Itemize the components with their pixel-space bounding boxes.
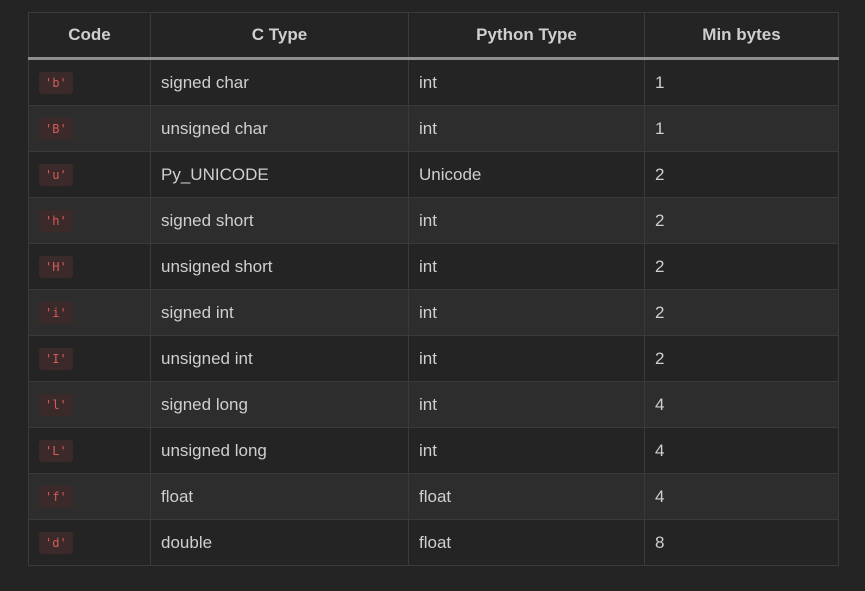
type-code-badge: 'B' xyxy=(39,117,73,140)
python-type-cell: int xyxy=(408,243,645,290)
type-code-badge: 'h' xyxy=(39,209,73,232)
type-code-badge: 'i' xyxy=(39,301,73,324)
code-cell: 'H' xyxy=(28,243,151,290)
type-code-badge: 'L' xyxy=(39,439,73,462)
python-type-cell: Unicode xyxy=(408,151,645,198)
min-bytes-cell: 2 xyxy=(644,151,839,198)
type-code-badge: 'd' xyxy=(39,531,73,554)
code-cell: 'l' xyxy=(28,381,151,428)
code-cell: 'L' xyxy=(28,427,151,474)
min-bytes-cell: 4 xyxy=(644,427,839,474)
header-row: Code C Type Python Type Min bytes xyxy=(28,12,839,60)
code-cell: 'B' xyxy=(28,105,151,152)
type-code-badge: 'l' xyxy=(39,393,73,416)
header-code: Code xyxy=(28,12,151,60)
min-bytes-cell: 4 xyxy=(644,473,839,520)
type-code-badge: 'f' xyxy=(39,485,73,508)
code-cell: 'i' xyxy=(28,289,151,336)
code-cell: 'b' xyxy=(28,58,151,106)
python-type-cell: int xyxy=(408,289,645,336)
c-type-cell: float xyxy=(150,473,409,520)
c-type-cell: signed short xyxy=(150,197,409,244)
type-code-badge: 'u' xyxy=(39,163,73,186)
c-type-cell: signed int xyxy=(150,289,409,336)
python-type-cell: int xyxy=(408,335,645,382)
min-bytes-cell: 2 xyxy=(644,243,839,290)
min-bytes-cell: 8 xyxy=(644,519,839,566)
type-code-badge: 'H' xyxy=(39,255,73,278)
c-type-cell: double xyxy=(150,519,409,566)
type-code-badge: 'I' xyxy=(39,347,73,370)
code-cell: 'd' xyxy=(28,519,151,566)
c-type-cell: unsigned long xyxy=(150,427,409,474)
code-cell: 'f' xyxy=(28,473,151,520)
header-min-bytes: Min bytes xyxy=(644,12,839,60)
min-bytes-cell: 1 xyxy=(644,105,839,152)
table-header: Code C Type Python Type Min bytes xyxy=(28,12,839,60)
python-type-cell: int xyxy=(408,58,645,106)
min-bytes-cell: 2 xyxy=(644,289,839,336)
c-type-cell: signed char xyxy=(150,58,409,106)
python-type-cell: float xyxy=(408,473,645,520)
c-type-cell: unsigned int xyxy=(150,335,409,382)
code-cell: 'u' xyxy=(28,151,151,198)
min-bytes-cell: 2 xyxy=(644,335,839,382)
code-cell: 'I' xyxy=(28,335,151,382)
python-type-cell: int xyxy=(408,105,645,152)
python-type-cell: int xyxy=(408,427,645,474)
code-cell: 'h' xyxy=(28,197,151,244)
min-bytes-cell: 2 xyxy=(644,197,839,244)
python-type-cell: float xyxy=(408,519,645,566)
c-type-cell: unsigned short xyxy=(150,243,409,290)
c-type-cell: unsigned char xyxy=(150,105,409,152)
c-type-cell: signed long xyxy=(150,381,409,428)
min-bytes-cell: 4 xyxy=(644,381,839,428)
c-type-cell: Py_UNICODE xyxy=(150,151,409,198)
type-code-table-container: Code C Type Python Type Min bytes 'b' sig… xyxy=(28,12,839,566)
header-c-type: C Type xyxy=(150,12,409,60)
type-code-table: Code C Type Python Type Min bytes 'b' sig… xyxy=(28,12,839,566)
python-type-cell: int xyxy=(408,381,645,428)
min-bytes-cell: 1 xyxy=(644,58,839,106)
python-type-cell: int xyxy=(408,197,645,244)
header-python-type: Python Type xyxy=(408,12,645,60)
type-code-badge: 'b' xyxy=(39,71,73,94)
